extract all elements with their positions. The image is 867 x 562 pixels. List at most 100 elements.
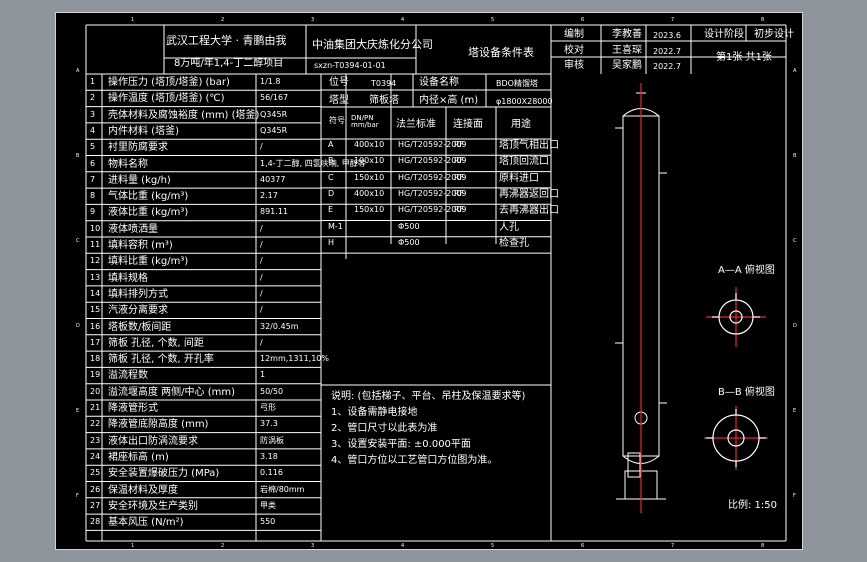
- nozzle-header-standard: 法兰标准: [396, 119, 436, 130]
- param-label: 塔板数/板间距: [108, 321, 172, 333]
- param-no: 23: [90, 435, 101, 445]
- nozzle-dn: 400x10: [354, 140, 385, 149]
- equipment-no: T0394: [371, 79, 397, 88]
- nozzle-use: 再沸器返回口: [499, 188, 559, 200]
- param-label: 液体比重 (kg/m³): [108, 207, 189, 219]
- param-value: 37.3: [260, 419, 278, 429]
- param-label: 基本风压 (N/m²): [108, 517, 184, 529]
- nozzle-face: RF: [454, 140, 465, 149]
- nozzle-symbol: B: [328, 156, 334, 166]
- param-no: 6: [90, 158, 96, 168]
- nozzle-dn: 150x10: [354, 172, 385, 182]
- nozzle-dn: 100x10: [354, 156, 385, 166]
- nozzle-header-dn: DN/PN mm/bar: [351, 114, 379, 129]
- param-no: 20: [90, 386, 101, 396]
- param-no: 17: [90, 337, 101, 347]
- param-value: /: [260, 288, 263, 298]
- ruler-col-label: 1: [131, 17, 135, 23]
- param-value: Q345R: [260, 109, 288, 119]
- param-label: 溢流堰高度 两侧/中心 (mm): [108, 386, 236, 398]
- stage-value: 初步设计: [754, 29, 794, 40]
- nozzle-symbol: E: [328, 205, 334, 215]
- nozzle-face: RF: [454, 205, 465, 215]
- param-label: 填料规格: [108, 272, 148, 284]
- ruler-col-label: 4: [401, 17, 405, 23]
- nozzle-use: 人孔: [499, 221, 519, 233]
- nozzle-dn: 400x10: [354, 188, 385, 198]
- param-value: 1,4-丁二醇, 四氢呋喃, 甲醇等: [260, 158, 366, 168]
- param-value: 32/0.45m: [260, 321, 299, 331]
- param-label: 安全装置爆破压力 (MPa): [108, 468, 220, 480]
- param-label: 筛板 孔径, 个数, 开孔率: [108, 354, 214, 366]
- param-value: 岩棉/80mm: [260, 484, 305, 494]
- nozzle-header-use: 用途: [511, 119, 531, 130]
- tower-type: 筛板塔: [369, 95, 399, 106]
- school-name: 武汉工程大学 · 青鹏由我: [166, 34, 287, 47]
- param-label: 衬里防腐要求: [108, 142, 168, 154]
- param-no: 21: [90, 403, 101, 412]
- param-no: 4: [90, 125, 96, 135]
- ruler-row-label: A: [793, 68, 797, 74]
- param-no: 5: [90, 142, 96, 152]
- nozzle-use: 去再沸器出口: [499, 205, 559, 217]
- param-label: 保温材料及厚度: [108, 484, 178, 496]
- ruler-row-label: D: [76, 323, 80, 329]
- param-no: 28: [90, 517, 101, 527]
- param-label: 汽液分离要求: [108, 305, 168, 317]
- ruler-col-label: 5: [491, 17, 495, 23]
- ruler-row-label: A: [76, 68, 80, 74]
- ruler-row-label: C: [793, 238, 797, 244]
- ruler-col-label: 4: [401, 543, 405, 549]
- nozzle-header-face: 连接面: [453, 119, 483, 130]
- param-value: /: [260, 272, 263, 282]
- param-label: 操作压力 (塔顶/塔釜) (bar): [108, 77, 230, 88]
- param-value: 1: [260, 370, 266, 380]
- role-name: 王喜琛: [612, 45, 642, 56]
- param-label: 液体喷洒量: [108, 223, 158, 235]
- param-label: 液体出口防涡流要求: [108, 435, 198, 447]
- param-value: 1/1.8: [260, 77, 281, 86]
- diameter-label: 内径×高 (m): [419, 95, 479, 106]
- param-value: 56/167: [260, 93, 289, 103]
- diameter-value: φ1800X28000: [496, 97, 553, 106]
- nozzle-symbol: A: [328, 140, 334, 149]
- company-name: 中油集团大庆炼化分公司: [312, 38, 433, 51]
- ruler-col-label: 1: [131, 543, 135, 549]
- param-label: 筛板 孔径, 个数, 间距: [108, 337, 204, 349]
- param-label: 壳体材料及腐蚀裕度 (mm) (塔釜): [108, 109, 260, 121]
- ruler-col-label: 5: [491, 543, 495, 549]
- role-label: 审核: [564, 60, 584, 71]
- param-value: 12mm,1311,10%: [260, 354, 329, 364]
- param-value: 550: [260, 517, 276, 527]
- role-date: 2022.7: [653, 62, 681, 71]
- ruler-col-label: 7: [671, 17, 675, 23]
- table-grid-lines: [85, 24, 787, 542]
- ruler-row-label: E: [76, 408, 80, 414]
- role-name: 吴家鹏: [612, 60, 642, 71]
- param-no: 18: [90, 354, 101, 364]
- note-item: 2、管口尺寸以此表为准: [331, 423, 438, 434]
- param-value: 40377: [260, 174, 286, 184]
- param-no: 2: [90, 93, 96, 103]
- nozzle-use: 塔顶气相出口: [499, 140, 559, 151]
- ruler-col-label: 7: [671, 543, 675, 549]
- ruler-col-label: 6: [581, 17, 585, 23]
- nozzle-standard: HG/T20592-2009: [398, 188, 467, 198]
- scale-note: 比例: 1:50: [728, 500, 778, 511]
- nozzle-standard: HG/T20592-2009: [398, 205, 467, 215]
- nozzle-face: RF: [454, 172, 465, 182]
- param-no: 15: [90, 305, 101, 315]
- nozzle-use: 原料进口: [499, 172, 539, 184]
- param-label: 裙座标高 (m): [108, 451, 169, 463]
- param-label: 进料量 (kg/h): [108, 174, 171, 186]
- param-no: 26: [90, 484, 101, 494]
- drawing-sheet: 武汉工程大学 · 青鹏由我 中油集团大庆炼化分公司 塔设备条件表 8万吨/年1,…: [55, 12, 803, 550]
- param-no: 25: [90, 468, 101, 478]
- nozzle-standard: Φ500: [398, 237, 420, 247]
- ruler-row-label: B: [76, 153, 80, 159]
- param-value: /: [260, 337, 263, 347]
- role-date: 2022.7: [653, 47, 681, 56]
- param-label: 降液管底隙高度 (mm): [108, 419, 209, 431]
- notes-title: 说明: (包括梯子、平台、吊柱及保温要求等): [331, 391, 526, 402]
- param-no: 27: [90, 500, 101, 510]
